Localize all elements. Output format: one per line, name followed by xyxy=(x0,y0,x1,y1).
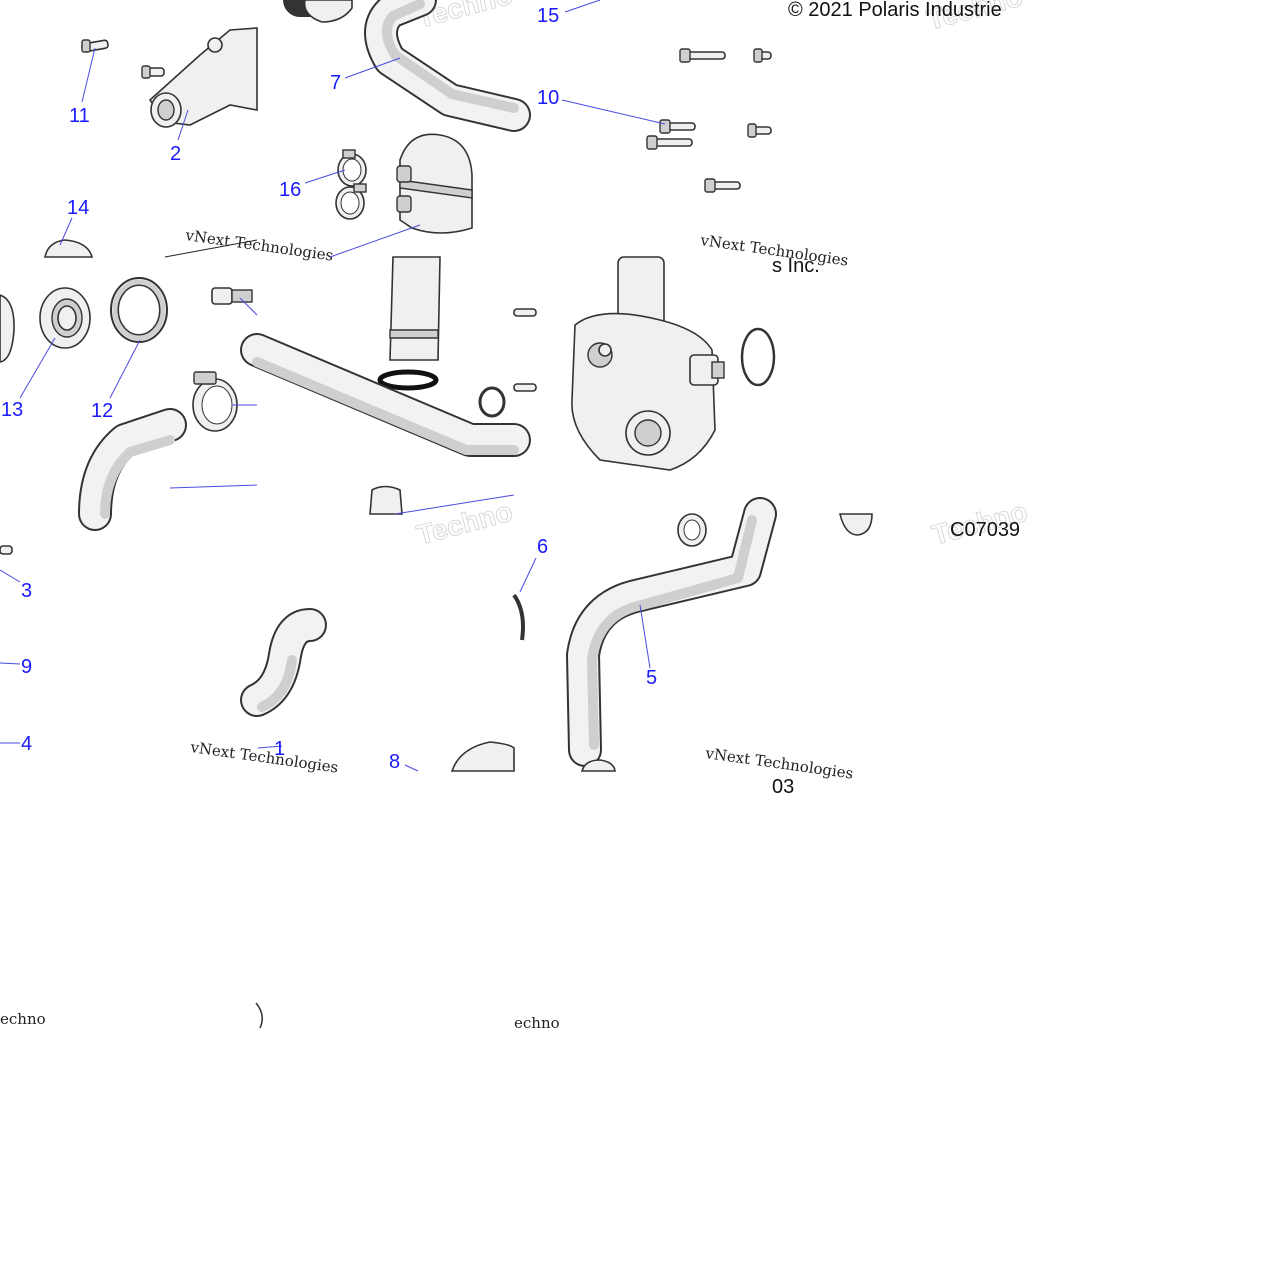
clamp-5-upper xyxy=(677,513,707,547)
callout-15: 15 xyxy=(537,5,559,27)
bolts-10 xyxy=(646,48,772,193)
callout-12: 12 xyxy=(91,400,113,422)
callout-4: 4 xyxy=(21,733,32,755)
bolt-11 xyxy=(81,39,165,79)
clamp-lower-fragment xyxy=(580,759,616,772)
seal-6 xyxy=(512,593,525,641)
seal-ring-12 xyxy=(110,277,168,343)
callout-2: 2 xyxy=(170,143,181,165)
callout-10: 10 xyxy=(537,87,559,109)
callout-9: 9 xyxy=(21,656,32,678)
bolt-3-fragment xyxy=(0,545,13,555)
callout-labels: 1 2 3 4 5 6 7 8 9 10 11 12 13 14 15 16 xyxy=(1,5,657,773)
callout-11: 11 xyxy=(69,105,90,127)
temp-sensor xyxy=(211,287,253,305)
fitting-14 xyxy=(44,239,94,258)
hose-elbow-upper xyxy=(396,133,473,234)
hose-clamp-band xyxy=(377,369,506,418)
watermark-brand: vNext Technologies xyxy=(188,738,339,777)
hose-clamp-lower xyxy=(192,371,238,432)
hose-long-bend xyxy=(240,333,531,457)
hose-lower-left xyxy=(78,408,187,531)
hose-8-fragment xyxy=(450,741,515,772)
figure-code: C07039 xyxy=(950,519,1020,541)
copyright-fragment: s Inc. xyxy=(772,255,820,277)
callout-14: 14 xyxy=(67,197,89,219)
watermark-fragment: echno xyxy=(0,1010,46,1028)
hose-1 xyxy=(240,608,327,717)
clamp-16 xyxy=(335,149,367,220)
callout-7: 7 xyxy=(330,72,341,94)
thermostat-housing-2 xyxy=(148,27,258,128)
hose-5 xyxy=(566,497,777,767)
callout-1: 1 xyxy=(274,738,285,760)
housing-flange-left xyxy=(0,294,15,363)
bolts-pump xyxy=(513,308,537,392)
seal-ring-right xyxy=(740,327,776,387)
row4-fragments: echno echno xyxy=(0,1002,560,1032)
watermark: Techno xyxy=(414,496,516,551)
watermark-brand: vNext Technologies xyxy=(183,226,334,265)
water-pump-assembly xyxy=(571,256,725,471)
callout-8: 8 xyxy=(389,751,400,773)
callout-16: 16 xyxy=(279,179,301,201)
callout-13: 13 xyxy=(1,399,23,421)
callout-6: 6 xyxy=(537,536,548,558)
hose-7 xyxy=(283,0,531,132)
figure-code-fragment: 03 xyxy=(772,776,794,798)
callout-5: 5 xyxy=(646,667,657,689)
clamp-right-fragment xyxy=(838,513,873,536)
watermark-fragment: echno xyxy=(514,1014,560,1032)
callout-3: 3 xyxy=(21,580,32,602)
hose-pipe-vertical xyxy=(389,256,441,361)
fitting-pipe xyxy=(369,485,403,515)
thermostat-13 xyxy=(39,287,91,349)
clamp-15-fragment xyxy=(564,0,601,13)
copyright-notice: © 2021 Polaris Industrie xyxy=(788,0,1002,21)
